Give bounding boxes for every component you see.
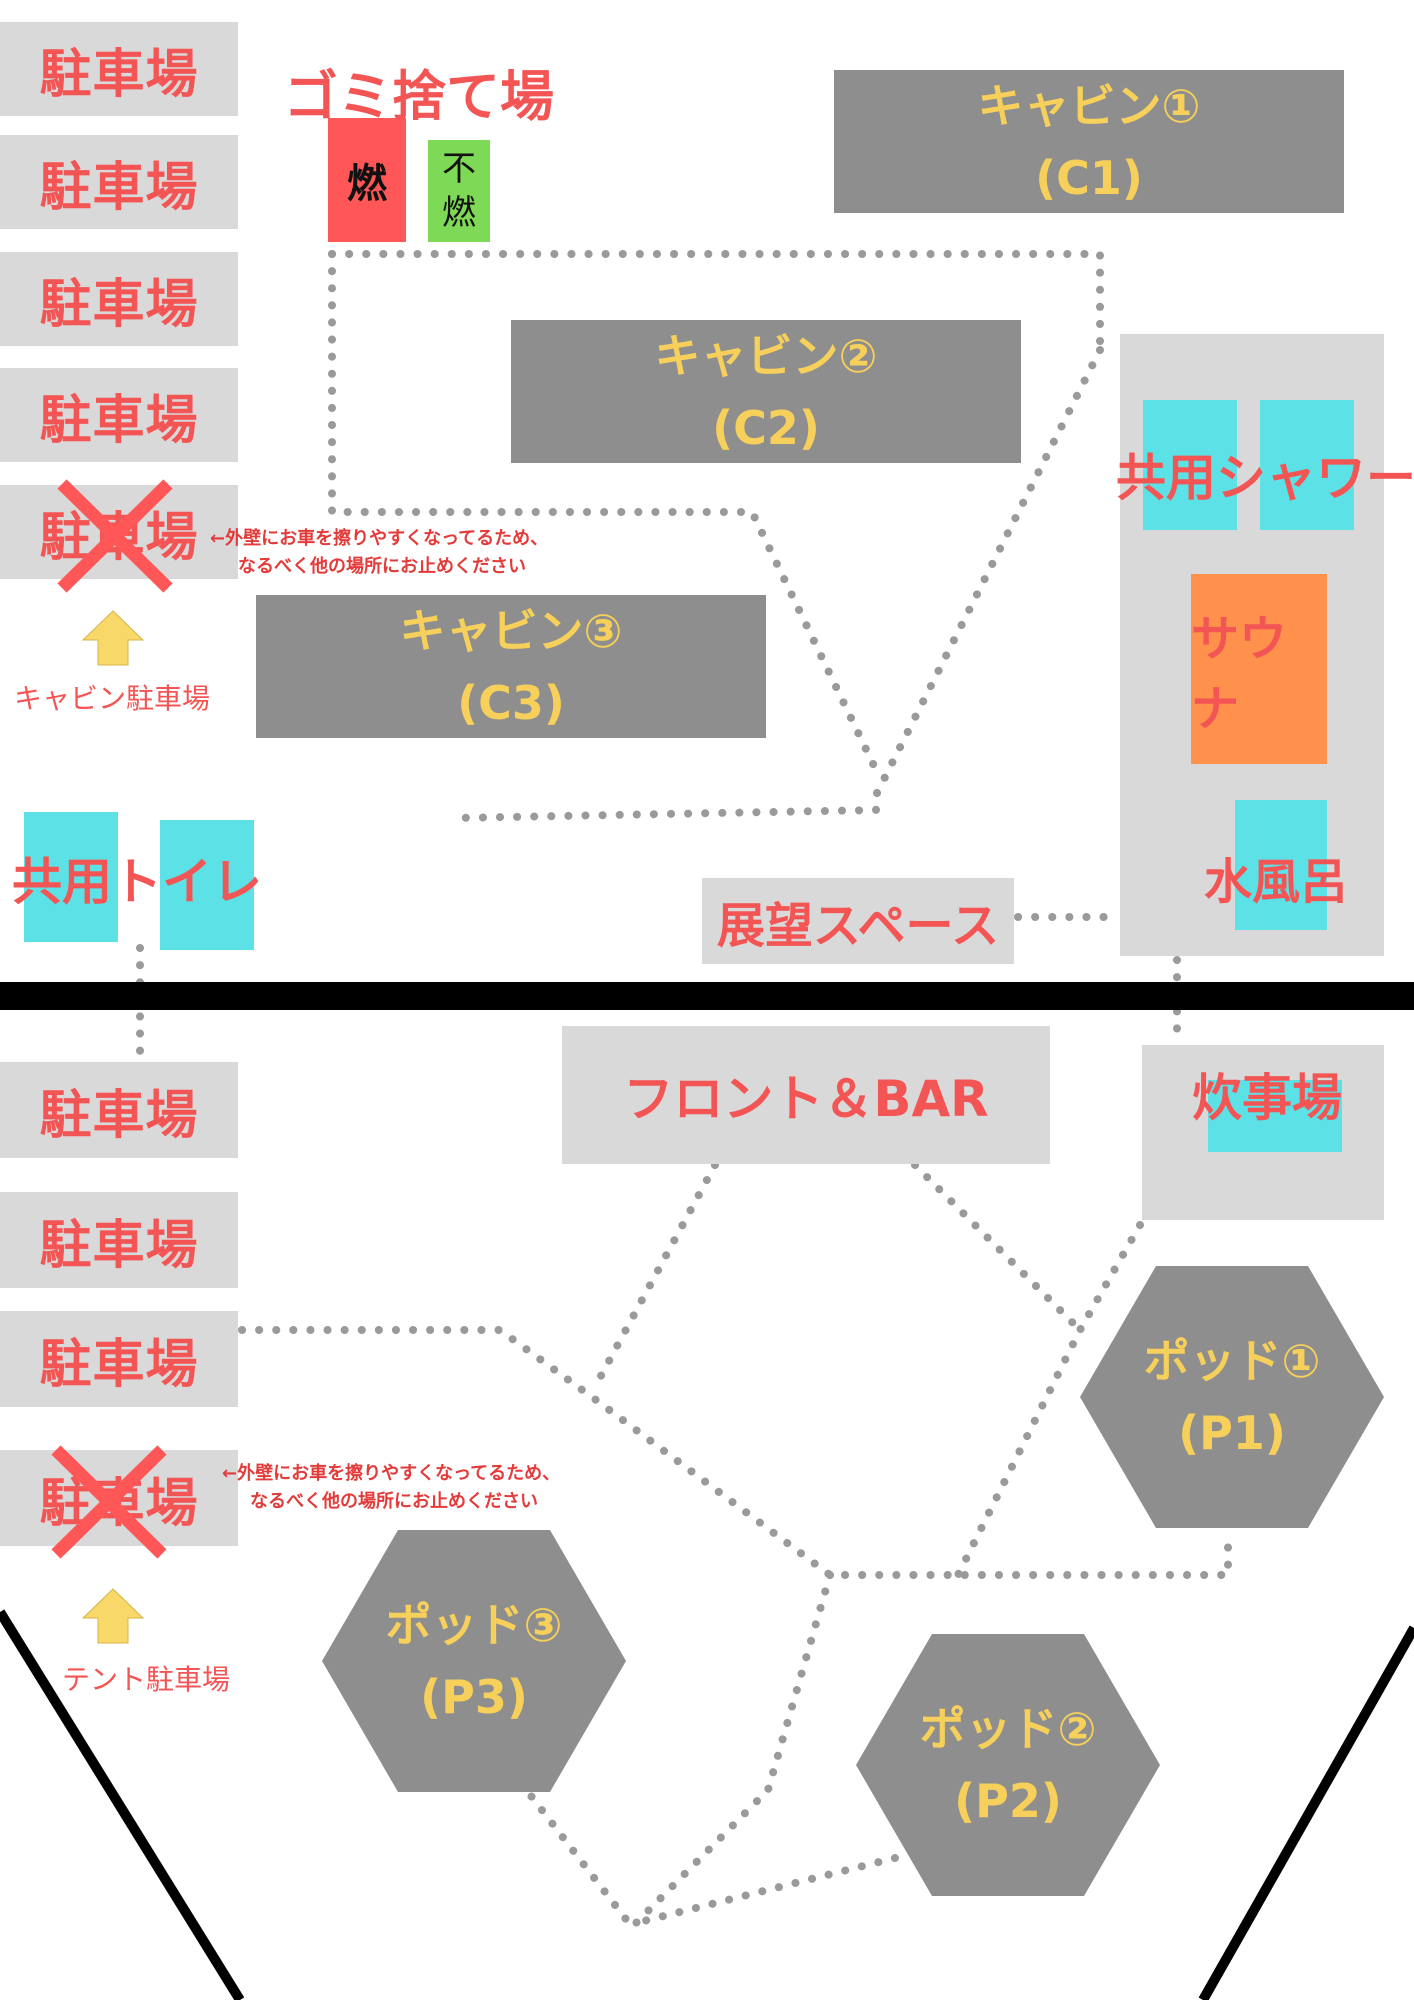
parking-label: 駐車場 xyxy=(39,157,199,218)
cabin-c3: キャビン③ (C3) xyxy=(256,595,766,738)
cabin-c2: キャビン② (C2) xyxy=(511,320,1021,463)
path-p2-link xyxy=(636,1854,899,1926)
pod-p3-hexagon xyxy=(322,1530,626,1792)
pod-p2-hexagon xyxy=(856,1634,1160,1896)
path-cabin-left xyxy=(328,250,880,774)
path-trash-loop xyxy=(328,250,1104,354)
nonburnable-bin: 不 燃 xyxy=(428,140,490,242)
toilet-booth-2 xyxy=(160,820,254,950)
cross-mark-icon xyxy=(57,479,173,593)
burnable-bin-label: 燃 xyxy=(347,161,387,207)
viewpoint-label: 展望スペース xyxy=(716,898,1000,954)
parking-space-7: 駐車場 xyxy=(0,1192,238,1288)
shower-booth-2 xyxy=(1260,400,1354,530)
parking-space-4: 駐車場 xyxy=(0,368,238,462)
parking-space-6: 駐車場 xyxy=(0,1062,238,1158)
parking-label: 駐車場 xyxy=(39,1334,199,1395)
pod-p3: ポッド③ (P3) xyxy=(322,1530,626,1792)
parking-space-2: 駐車場 xyxy=(0,135,238,229)
parking-warning-bottom: ←外壁にお車を擦りやすくなってるため、 なるべく他の場所にお止めください xyxy=(222,1463,561,1512)
cabin-parking-label: キャビン駐車場 xyxy=(14,682,211,715)
path-kitchen-road xyxy=(954,1221,1144,1579)
arrow-up-icon xyxy=(81,610,145,666)
trash-title: ゴミ捨て場 xyxy=(284,65,554,128)
parking-label: 駐車場 xyxy=(39,390,199,451)
shower-label: 共用シャワー xyxy=(1116,449,1414,507)
parking-label: 駐車場 xyxy=(39,44,199,105)
arrow-up-icon xyxy=(81,1588,145,1644)
front-bar: フロント＆BAR xyxy=(562,1026,1050,1164)
pod-p1-hexagon xyxy=(1080,1266,1384,1528)
kitchen-sink xyxy=(1208,1080,1342,1152)
cabin-c1: キャビン① (C1) xyxy=(834,70,1344,213)
toilet-booth-1 xyxy=(24,812,118,942)
parking-warning-top: ←外壁にお車を擦りやすくなってるため、 なるべく他の場所にお止めください xyxy=(210,528,549,577)
parking-label: 駐車場 xyxy=(39,1085,199,1146)
toilet-label: 共用トイレ xyxy=(12,853,262,911)
parking-space-8: 駐車場 xyxy=(0,1311,238,1407)
cold-bath xyxy=(1235,800,1327,930)
boundary-line-right xyxy=(1198,1625,1414,2000)
burnable-bin: 燃 xyxy=(328,118,406,242)
kitchen-label: 炊事場 xyxy=(1192,1069,1342,1127)
tent-parking-label: テント駐車場 xyxy=(62,1663,231,1696)
sauna: サウナ xyxy=(1191,574,1327,764)
parking-label: 駐車場 xyxy=(39,274,199,335)
parking-space-1: 駐車場 xyxy=(0,22,238,116)
path-front-left xyxy=(592,1161,719,1389)
pod-p2: ポッド② (P2) xyxy=(856,1634,1160,1896)
boundary-line-left xyxy=(0,1609,245,2000)
path-front-right xyxy=(911,1161,1084,1334)
viewpoint: 展望スペース xyxy=(702,878,1014,964)
parking-space-3: 駐車場 xyxy=(0,252,238,346)
front-bar-label: フロント＆BAR xyxy=(623,1070,989,1128)
sauna-label: サウナ xyxy=(1191,611,1288,737)
shower-booth-1 xyxy=(1143,400,1237,530)
cold-bath-label: 水風呂 xyxy=(1204,854,1349,910)
parking-label: 駐車場 xyxy=(39,1215,199,1276)
cross-mark-icon xyxy=(51,1445,167,1559)
pod-p1: ポッド① (P1) xyxy=(1080,1266,1384,1528)
